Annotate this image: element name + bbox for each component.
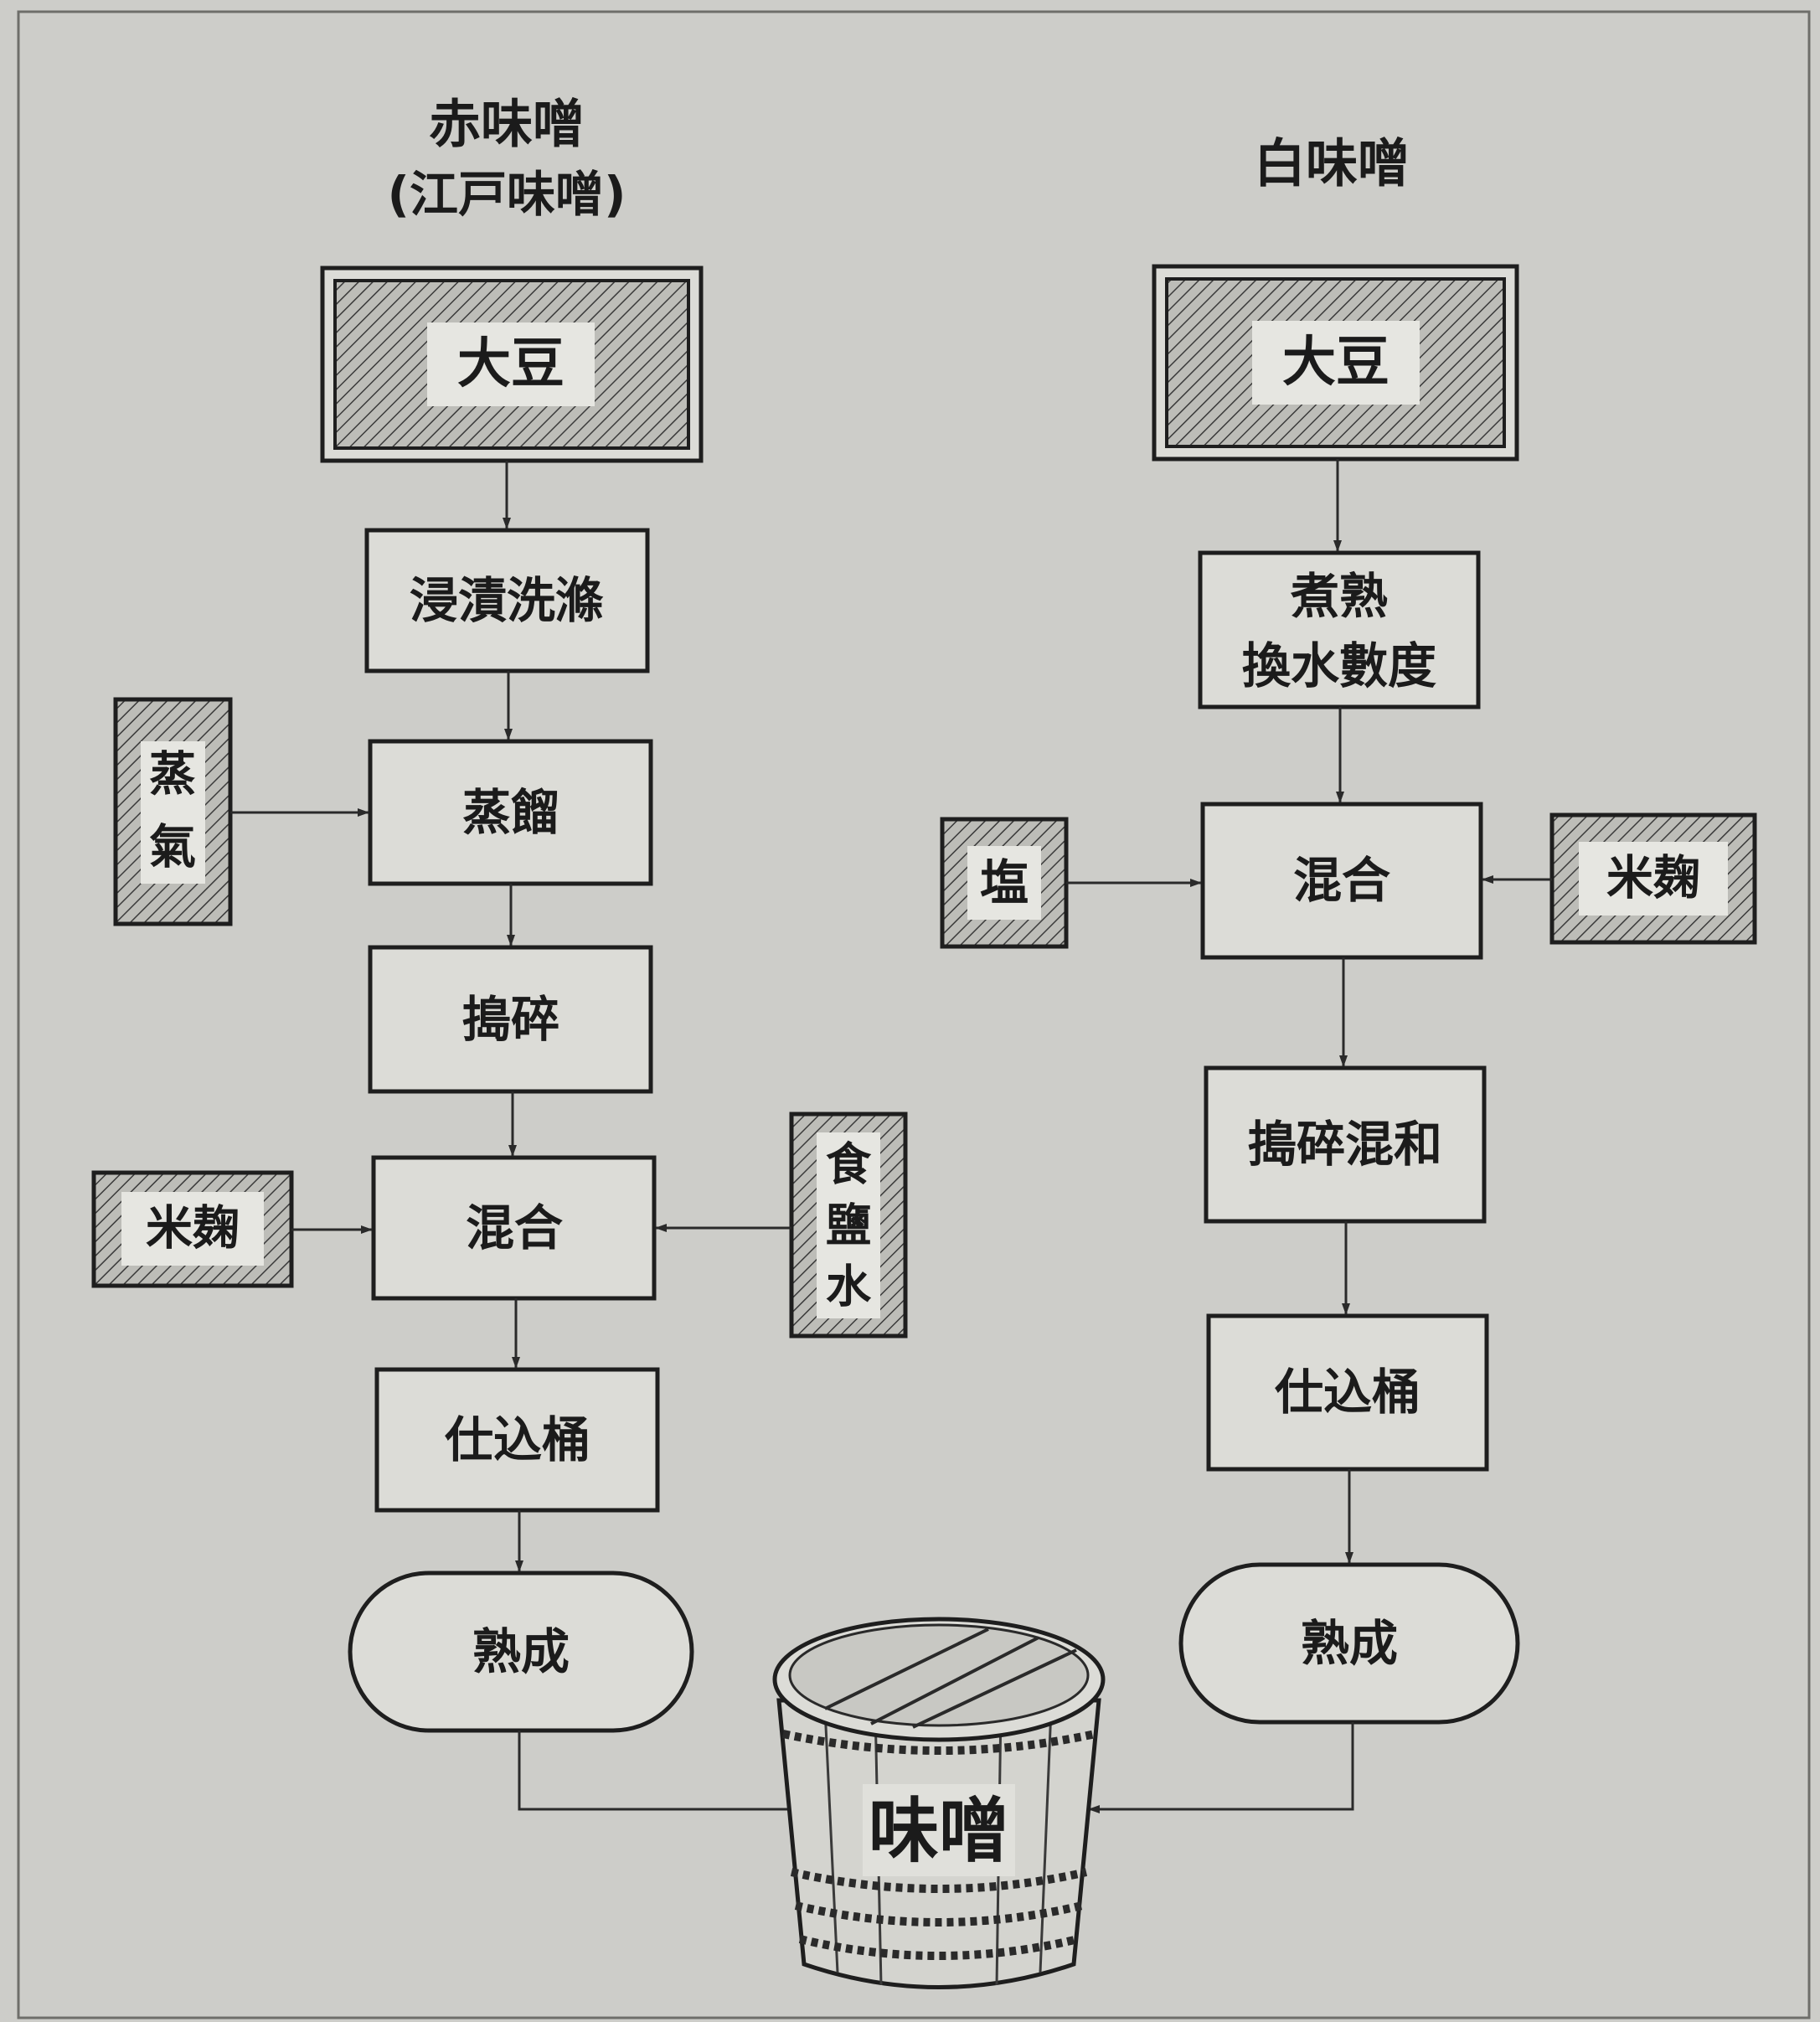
white-arrow-to-barrel — [1088, 1722, 1354, 1813]
white-boil-line2: 換水數度 — [1242, 637, 1436, 694]
white-boil-box: 煮熟 換水數度 — [1198, 550, 1481, 709]
red-mix-label: 混合 — [466, 1199, 563, 1256]
white-input-salt-box: 塩 — [940, 817, 1069, 949]
white-mature-label: 熟成 — [1301, 1615, 1398, 1672]
white-barrel-label: 仕込桶 — [1275, 1364, 1420, 1421]
red-input-steam-box: 蒸 氣 — [113, 697, 233, 926]
red-input-steam-char1: 蒸 — [149, 748, 196, 802]
final-product-label: 味噌 — [869, 1790, 1009, 1872]
white-input-koji-box: 米麹 — [1549, 812, 1757, 945]
red-steam-label: 蒸餾 — [462, 784, 559, 841]
red-soak-box: 浸漬洗滌 — [364, 528, 650, 673]
red-input-koji-box: 米麹 — [91, 1170, 294, 1288]
red-crush-label: 搗碎 — [462, 991, 559, 1048]
white-input-koji-label: 米麹 — [1606, 852, 1700, 906]
figure-frame — [17, 10, 1811, 2019]
white-input-salt-label: 塩 — [980, 854, 1029, 911]
white-crush-box: 搗碎混和 — [1204, 1065, 1487, 1224]
white-barrel-box: 仕込桶 — [1206, 1313, 1489, 1472]
red-mature-box: 熟成 — [348, 1571, 694, 1733]
red-input-brine-char2: 鹽 — [826, 1199, 871, 1252]
red-barrel-label: 仕込桶 — [445, 1411, 590, 1468]
red-miso-subtitle: (江戸味噌) — [387, 166, 626, 223]
red-input-steam-char2: 氣 — [149, 821, 196, 875]
red-arrow-to-barrel — [518, 1731, 805, 1813]
red-mix-box: 混合 — [371, 1155, 657, 1301]
white-mix-box: 混合 — [1200, 802, 1483, 960]
white-soybean-label: 大豆 — [1282, 332, 1389, 394]
red-input-brine-box: 食 鹽 水 — [789, 1112, 908, 1339]
white-soybean-box: 大豆 — [1152, 264, 1519, 462]
white-miso-title: 白味噌 — [1254, 133, 1410, 194]
red-input-koji-label: 米麹 — [146, 1202, 240, 1256]
red-soybean-label: 大豆 — [457, 333, 565, 395]
red-steam-box: 蒸餾 — [368, 739, 653, 886]
red-crush-box: 搗碎 — [368, 945, 653, 1094]
miso-barrel-illustration: 味噌 — [772, 1617, 1106, 1989]
red-barrel-box: 仕込桶 — [374, 1367, 660, 1513]
white-boil-line1: 煮熟 — [1290, 568, 1388, 625]
white-mature-box: 熟成 — [1178, 1562, 1520, 1725]
red-soybean-box: 大豆 — [320, 266, 704, 463]
white-crush-label: 搗碎混和 — [1248, 1116, 1442, 1173]
red-input-brine-char1: 食 — [826, 1138, 872, 1191]
red-miso-title: 赤味噌 — [429, 94, 585, 155]
red-soak-label: 浸漬洗滌 — [410, 572, 604, 629]
red-input-brine-char3: 水 — [826, 1261, 872, 1313]
white-mix-label: 混合 — [1293, 852, 1390, 909]
red-mature-label: 熟成 — [472, 1623, 570, 1680]
